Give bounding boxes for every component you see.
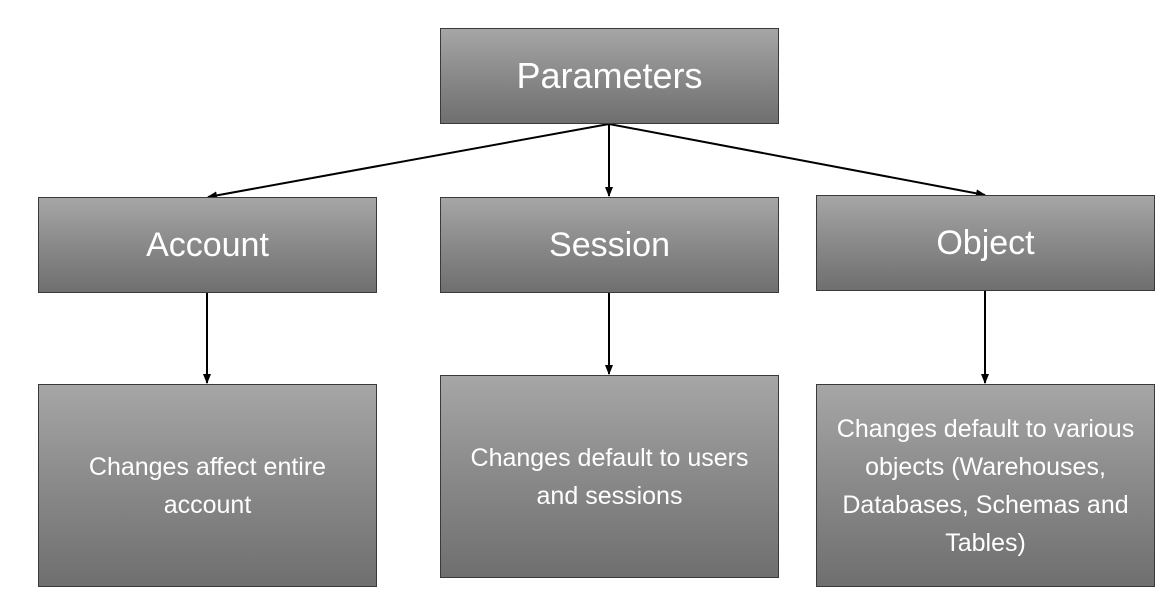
account-description-node: Changes affect entire account xyxy=(38,384,377,587)
session-node: Session xyxy=(440,197,779,293)
parameters-label: Parameters xyxy=(516,55,703,96)
object-label: Object xyxy=(936,223,1035,262)
object-node: Object xyxy=(816,195,1155,291)
account-description: Changes affect entire account xyxy=(88,452,327,519)
account-node: Account xyxy=(38,197,377,293)
object-description-node: Changes default to various objects (Ware… xyxy=(816,384,1155,587)
session-label: Session xyxy=(549,225,670,264)
account-label: Account xyxy=(146,225,269,264)
session-description: Changes default to users and sessions xyxy=(470,443,749,510)
parameters-node: Parameters xyxy=(440,28,779,124)
connector-parameters-to-object xyxy=(608,123,986,198)
session-description-node: Changes default to users and sessions xyxy=(440,375,779,578)
object-description: Changes default to various objects (Ware… xyxy=(836,414,1135,557)
connector-parameters-to-account xyxy=(207,123,610,200)
